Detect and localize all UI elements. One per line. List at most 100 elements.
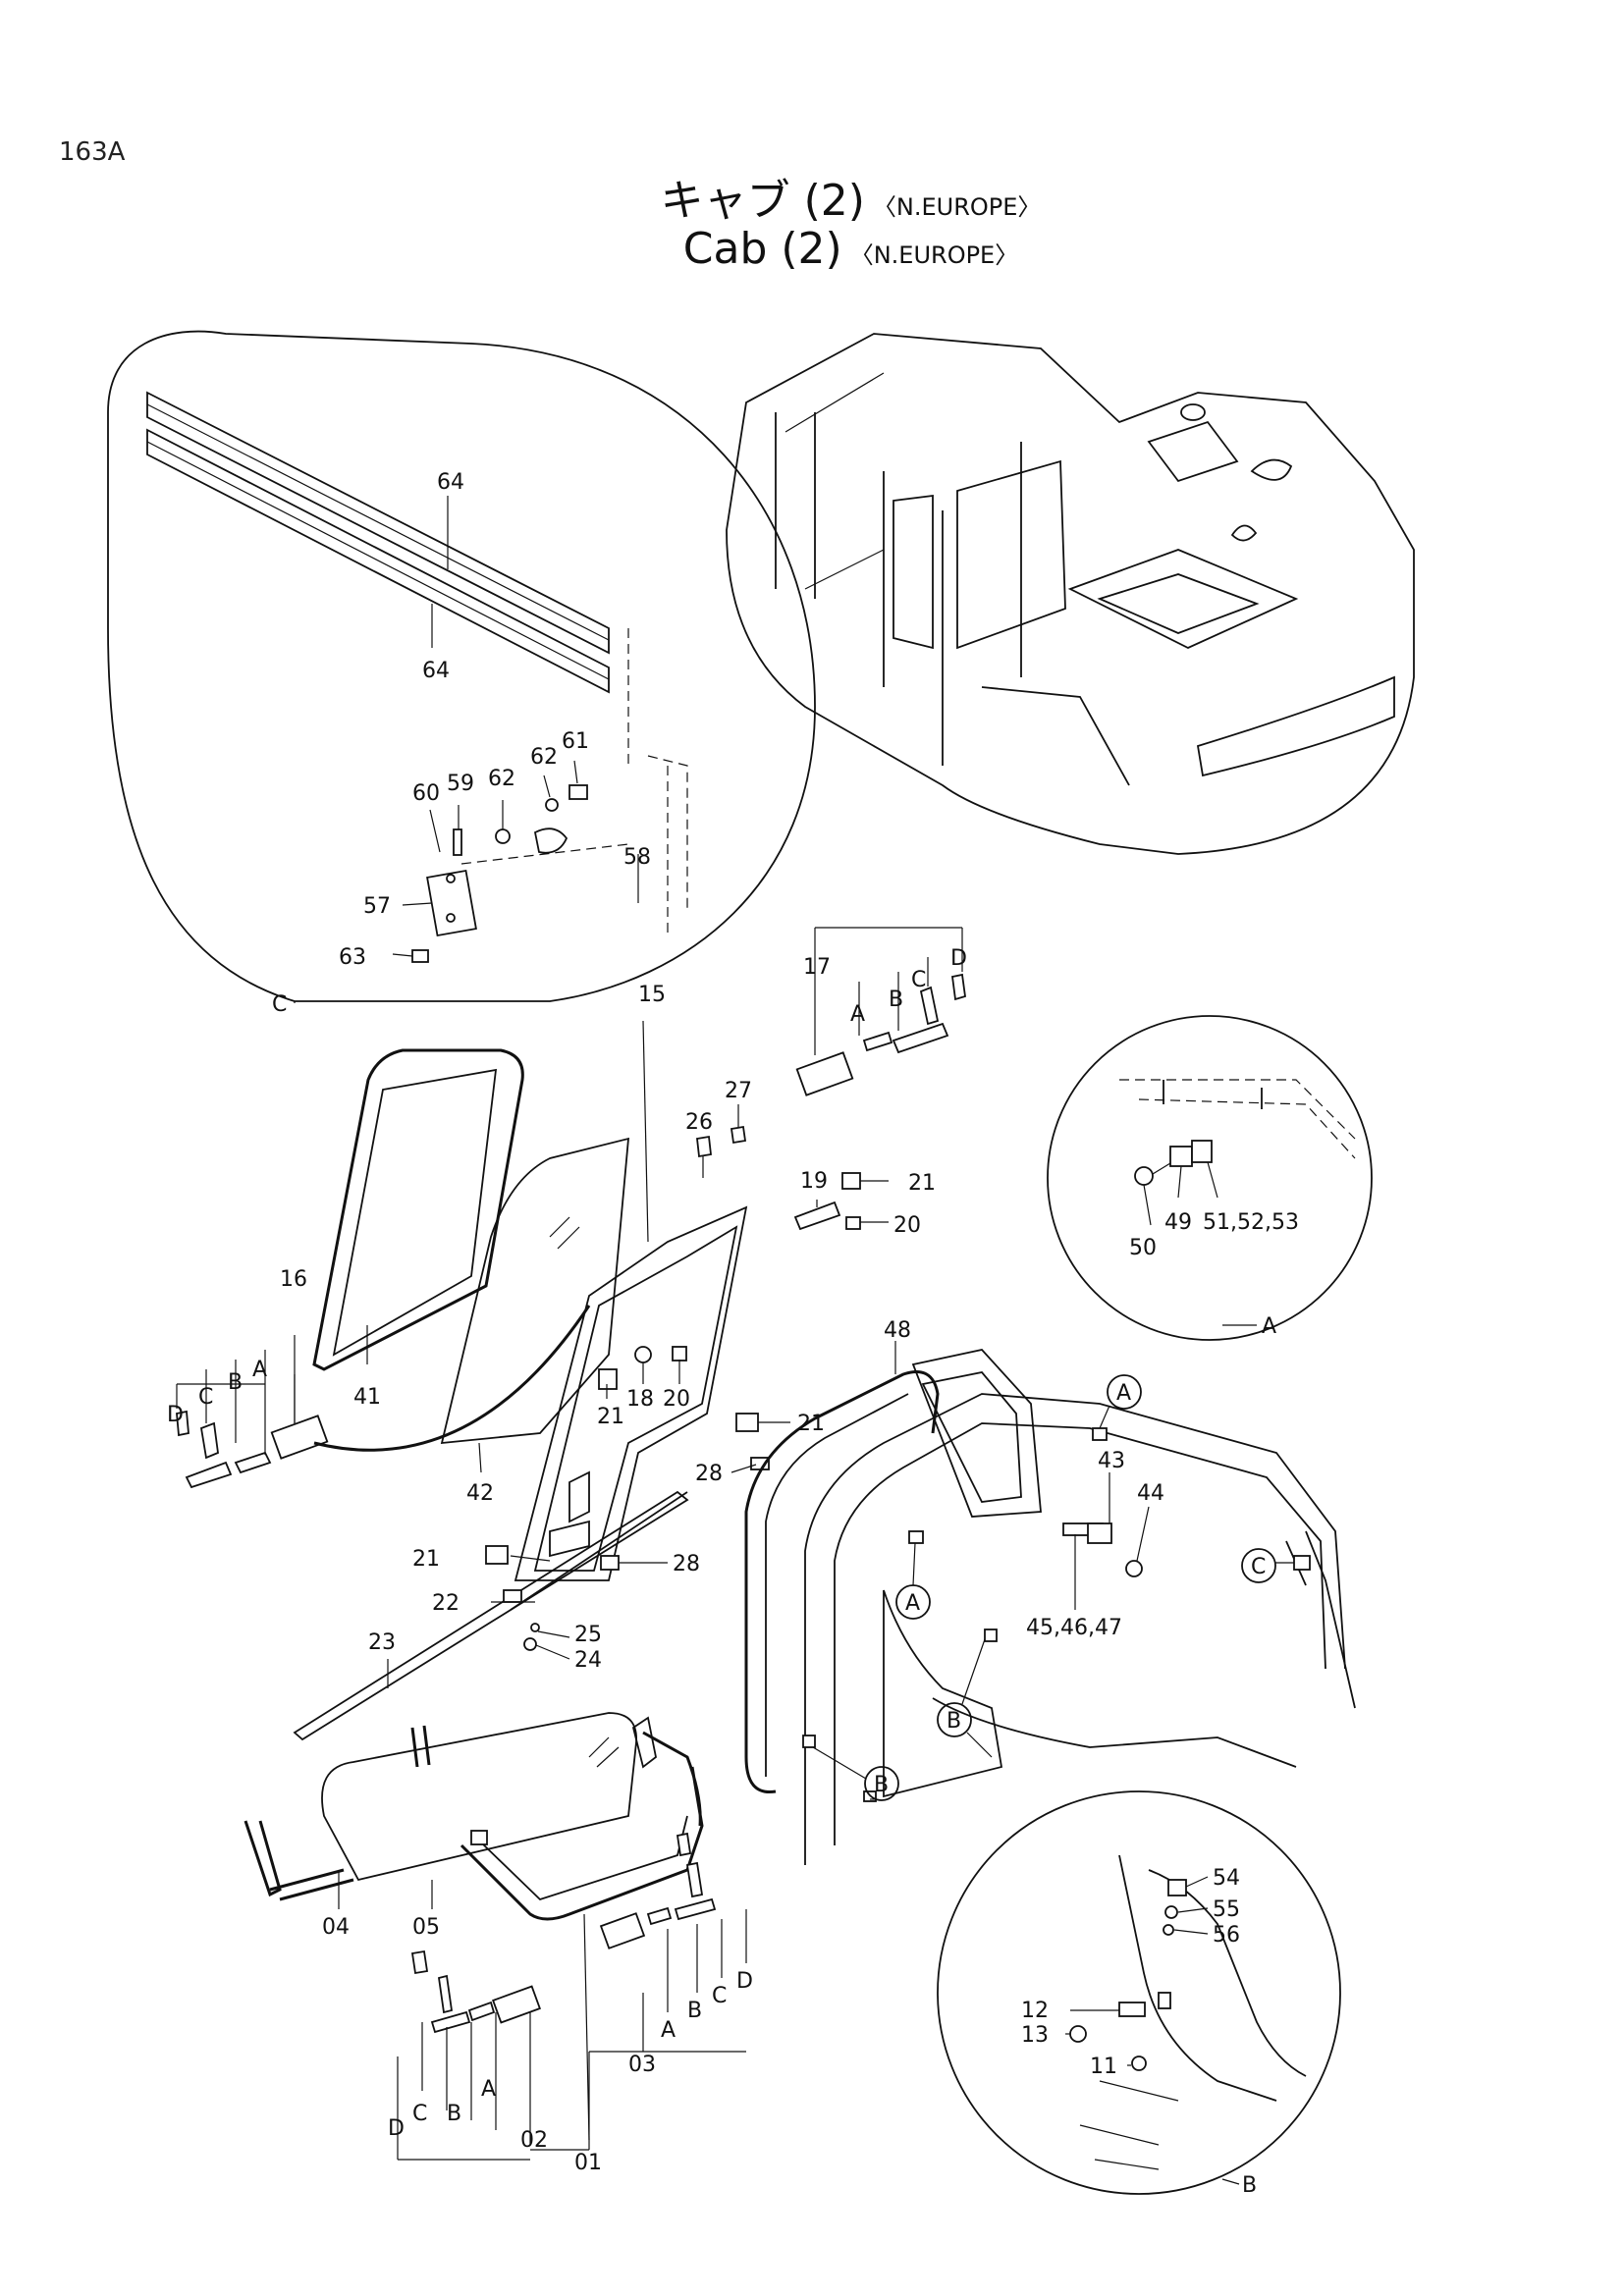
letter-a-circle-lower: A (905, 1591, 920, 1616)
cab-door-window (893, 494, 934, 650)
callout-12: 12 (1021, 1999, 1049, 2023)
washer-62a (495, 828, 511, 844)
callout-50: 50 (1129, 1236, 1157, 1260)
engine-hood-panel (1067, 549, 1299, 649)
bolt-24 (523, 1637, 537, 1651)
pin-c-02 (437, 1974, 454, 2014)
bolt-63 (411, 949, 429, 963)
callout-05: 05 (412, 1915, 440, 1940)
letter-b-02: B (447, 2102, 461, 2126)
pin-c-03 (685, 1861, 704, 1898)
title-english: Cab (2)〈N.EUROPE〉 (39, 224, 1623, 274)
callout-55: 55 (1213, 1897, 1240, 1922)
callout-62a: 62 (488, 767, 515, 791)
roller-21-b (598, 1368, 618, 1390)
pin-d-03 (676, 1832, 692, 1857)
window-seal-41 (312, 1048, 524, 1371)
letter-b-16: B (228, 1370, 243, 1395)
letter-a-02: A (481, 2077, 496, 2102)
shim-51-53 (1191, 1140, 1213, 1163)
callout-43: 43 (1098, 1449, 1125, 1473)
letter-b-circle-upper: B (947, 1709, 961, 1734)
rail-upper (146, 391, 610, 655)
title-japanese: キャブ (2)〈N.EUROPE〉 (39, 165, 1623, 228)
bracket-22 (503, 1589, 522, 1603)
label-detail-a: A (1262, 1314, 1276, 1339)
callout-22: 22 (432, 1591, 460, 1616)
lock-16 (270, 1415, 329, 1460)
bolt-61 (568, 784, 588, 800)
roller-58 (533, 828, 568, 854)
callout-44: 44 (1137, 1481, 1164, 1506)
rod-b-upper (892, 1022, 949, 1054)
detail-c-group: 64 64 59 60 62 62 61 57 63 58 C (107, 330, 816, 1017)
callout-56: 56 (1213, 1923, 1240, 1948)
bolt-44 (1125, 1560, 1143, 1577)
frame-01 (460, 1731, 704, 1921)
letter-c-circle: C (1251, 1555, 1266, 1579)
washer-25 (530, 1623, 540, 1632)
cap-28-b (600, 1555, 620, 1571)
callout-64-bottom: 64 (422, 659, 450, 683)
page-number: 163A (59, 137, 126, 167)
lock-17 (795, 1051, 854, 1096)
callout-49: 49 (1164, 1210, 1192, 1235)
callout-25: 25 (574, 1623, 602, 1647)
letter-b-17: B (889, 988, 903, 1012)
label-detail-b: B (1242, 2173, 1257, 2198)
callout-28-b: 28 (673, 1552, 700, 1576)
letter-b-03: B (687, 1999, 702, 2023)
excavator-overview (726, 333, 1415, 855)
callout-42: 42 (466, 1481, 494, 1506)
callout-02: 02 (520, 2128, 548, 2153)
clip-01 (470, 1830, 488, 1845)
label-detail-c: C (272, 992, 287, 1017)
callout-59: 59 (447, 772, 474, 796)
rod-b-left (185, 1461, 233, 1489)
callout-51-53: 51,52,53 (1203, 1210, 1299, 1235)
mount-a-lower (908, 1530, 924, 1544)
lock-03 (599, 1912, 646, 1949)
cap-54 (1167, 1879, 1187, 1896)
frame-04 (243, 1725, 431, 1901)
callout-01: 01 (574, 2151, 602, 2175)
pin-b-detail (1158, 1992, 1171, 2009)
callout-45-47: 45,46,47 (1026, 1616, 1122, 1640)
plate-49 (1169, 1146, 1193, 1167)
callout-27: 27 (725, 1079, 752, 1103)
callout-20-a: 20 (663, 1387, 690, 1412)
callout-61: 61 (562, 729, 589, 754)
title-japanese-main: キャブ (2) (660, 176, 865, 226)
lock-02 (492, 1985, 541, 2024)
circle-a-upper (1107, 1374, 1142, 1410)
letter-d-03: D (736, 1969, 753, 1994)
callout-11: 11 (1090, 2055, 1117, 2079)
bracket-43 (1087, 1522, 1112, 1544)
pin-d-left (176, 1410, 189, 1437)
callout-26: 26 (685, 1110, 713, 1135)
upper-body-outline (726, 333, 1415, 855)
callout-57: 57 (363, 894, 391, 919)
callout-64-top: 64 (437, 470, 464, 495)
clip-26 (696, 1135, 712, 1158)
callout-41: 41 (353, 1385, 381, 1410)
letter-a-17: A (850, 1002, 865, 1027)
mount-a-upper (1092, 1427, 1108, 1441)
letter-c-02: C (412, 2102, 427, 2126)
bolt-13 (1069, 2025, 1087, 2043)
roller-21-a (485, 1545, 509, 1565)
title-english-region: 〈N.EUROPE〉 (849, 241, 1019, 269)
rail-23 (293, 1490, 689, 1741)
callout-17: 17 (803, 955, 831, 980)
spring-a-02 (467, 2001, 496, 2022)
glass-05 (321, 1712, 637, 1882)
callout-13: 13 (1021, 2023, 1049, 2048)
letter-c-16: C (198, 1385, 213, 1410)
callout-54: 54 (1213, 1866, 1240, 1891)
lever-19 (793, 1201, 841, 1231)
washer-62b (545, 798, 559, 812)
callout-21-d: 21 (908, 1171, 936, 1196)
roller-21-d (841, 1172, 861, 1190)
